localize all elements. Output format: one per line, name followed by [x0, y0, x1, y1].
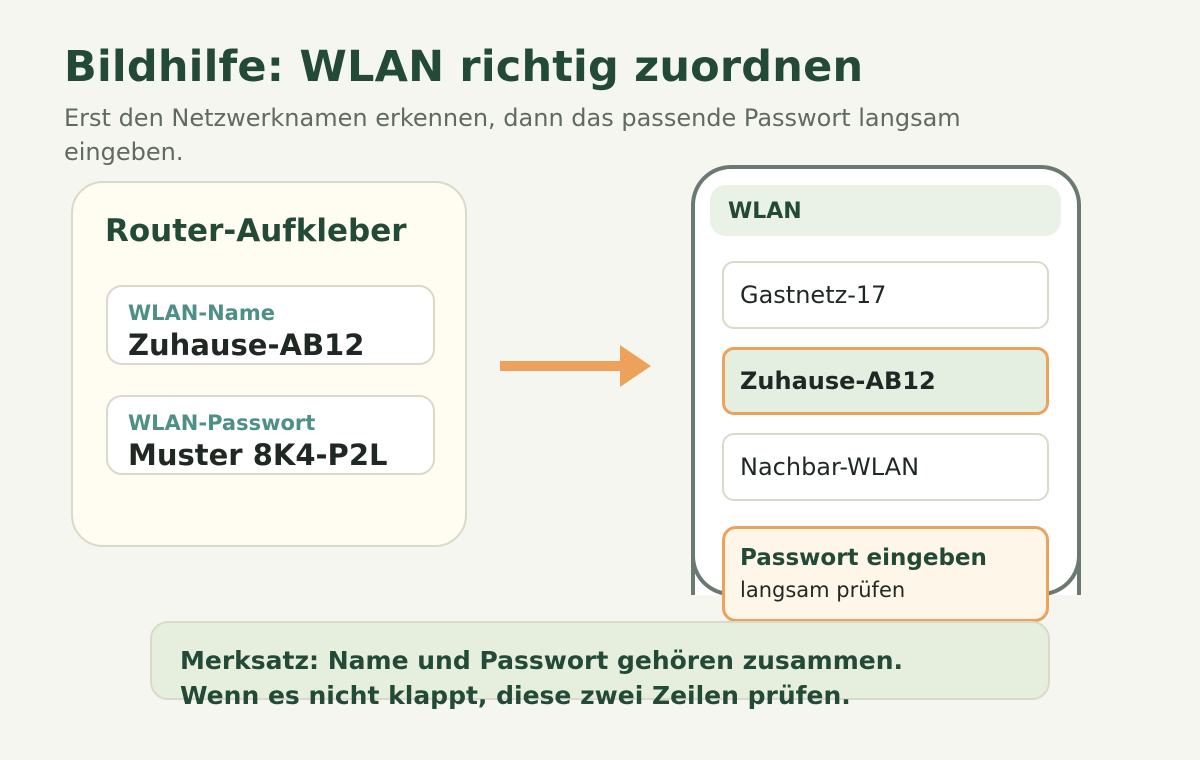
network-item-gastnetz[interactable] — [722, 261, 1049, 329]
wifi-name-label: WLAN-Name — [128, 301, 275, 325]
memo-line-2: Wenn es nicht klappt, diese zwei Zeilen … — [180, 681, 851, 710]
network-item-nachbar[interactable] — [722, 433, 1049, 501]
password-prompt-hint: langsam prüfen — [740, 578, 906, 602]
network-item-label: Nachbar-WLAN — [740, 453, 920, 481]
password-prompt-title: Passwort eingeben — [740, 545, 987, 571]
wifi-password-field — [106, 395, 435, 475]
arrow-head-icon — [620, 345, 651, 387]
password-input-box[interactable] — [722, 526, 1049, 622]
wifi-menu-header — [710, 185, 1061, 236]
arrow-right-icon — [500, 361, 622, 371]
page-title: Bildhilfe: WLAN richtig zuordnen — [64, 42, 864, 92]
wifi-menu-header-label: WLAN — [728, 199, 802, 224]
network-item-zuhause-selected[interactable] — [722, 347, 1049, 415]
memo-box — [150, 621, 1050, 700]
wifi-name-value: Zuhause-AB12 — [128, 328, 365, 362]
wifi-password-value: Muster 8K4-P2L — [128, 438, 388, 472]
memo-line-1: Merksatz: Name und Passwort gehören zusa… — [180, 646, 904, 675]
wifi-name-field — [106, 285, 435, 365]
router-sticker-title: Router-Aufkleber — [105, 213, 407, 249]
network-item-label: Zuhause-AB12 — [740, 367, 936, 395]
network-item-label: Gastnetz-17 — [740, 281, 887, 309]
wifi-password-label: WLAN-Passwort — [128, 411, 316, 435]
page-subtitle: Erst den Netzwerknamen erkennen, dann da… — [64, 104, 961, 166]
